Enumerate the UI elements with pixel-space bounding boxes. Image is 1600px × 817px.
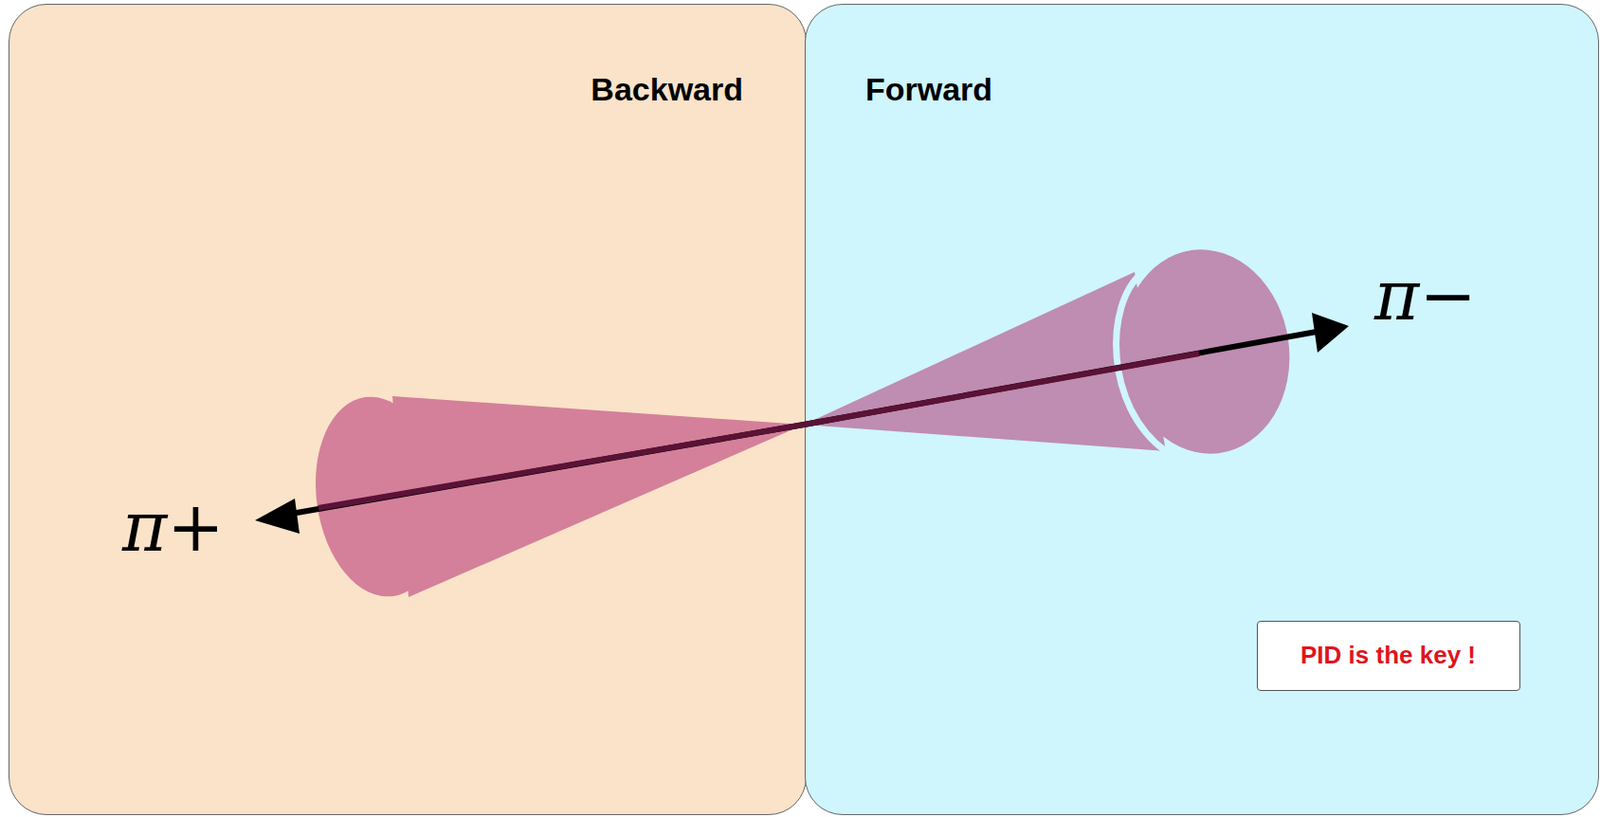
forward-cone xyxy=(803,272,1166,452)
pi-plus-track xyxy=(274,424,804,517)
arrow-head xyxy=(1311,312,1349,353)
panel-heading: Backward xyxy=(590,71,744,109)
pi-minus-track-inner xyxy=(803,353,1200,425)
region-panel: ForwardPID is the key ! xyxy=(804,3,1600,816)
particle-label: π− xyxy=(1374,261,1477,330)
arrow-head xyxy=(254,498,300,534)
forward-cone-base xyxy=(1109,238,1303,465)
pi-plus-track-inner xyxy=(318,424,804,509)
region-panel: Backward xyxy=(8,3,807,816)
cone-gap xyxy=(1116,272,1166,452)
particle-label: π+ xyxy=(122,492,225,562)
backward-cone xyxy=(392,396,804,598)
panel-heading: Forward xyxy=(865,71,993,109)
pi-minus-track xyxy=(803,329,1328,425)
note-box: PID is the key ! xyxy=(1256,620,1521,691)
note-text: PID is the key ! xyxy=(1300,640,1476,671)
backward-cone-base xyxy=(303,388,455,605)
